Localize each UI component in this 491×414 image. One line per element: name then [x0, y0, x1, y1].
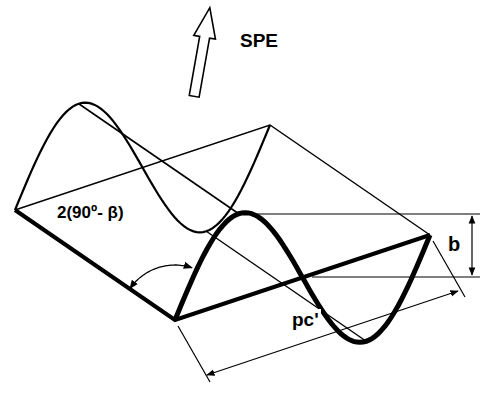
spe-arrow: [183, 6, 220, 98]
b-dimension: [250, 214, 480, 277]
pc-dimension: [178, 241, 465, 382]
dimension-label: pc': [290, 309, 321, 331]
force-label: SPE: [238, 30, 280, 52]
ridge-line: [79, 104, 239, 214]
dimension-label: b: [446, 233, 462, 256]
angle-arc: [130, 265, 192, 288]
mid-plane-back-edges: [15, 125, 430, 235]
angle-label: 2(90º- β): [55, 203, 126, 223]
